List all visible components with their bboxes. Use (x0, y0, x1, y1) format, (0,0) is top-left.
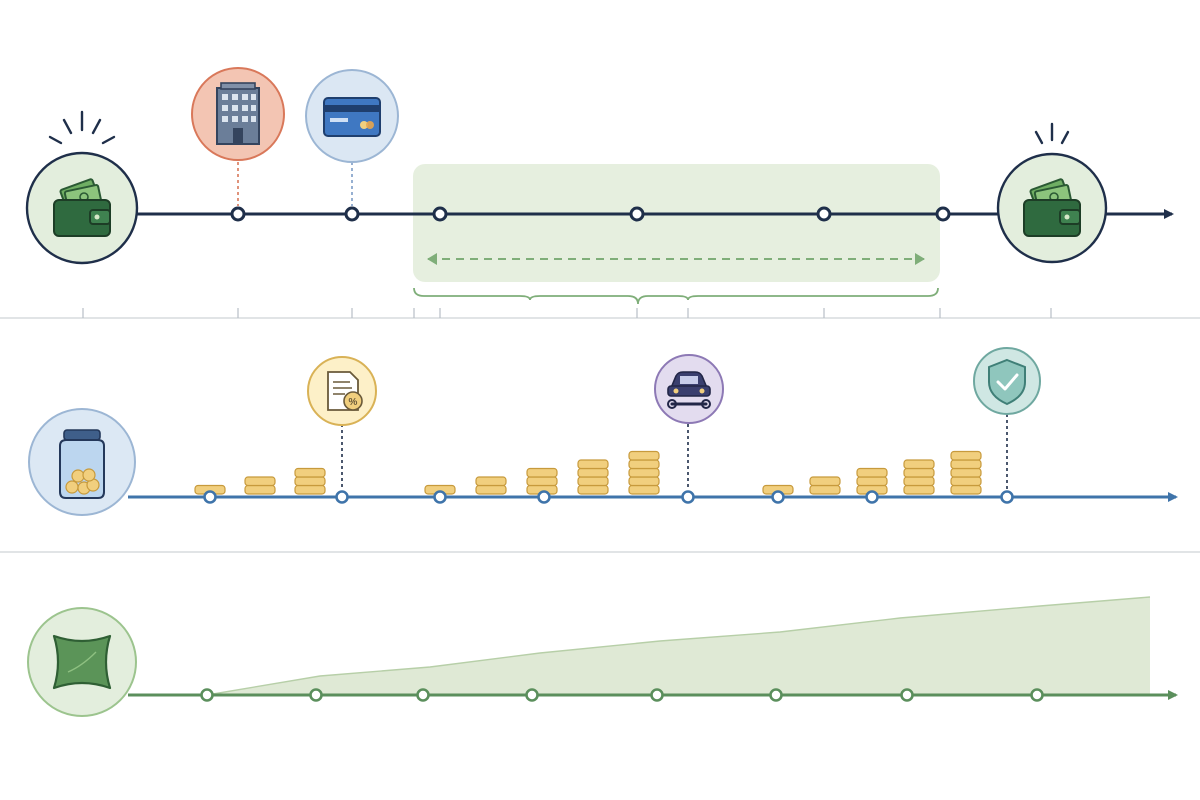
wallet-cash-icon (996, 122, 1108, 264)
coin (856, 467, 888, 478)
coin-stack (475, 476, 507, 495)
credit-card-icon (305, 69, 399, 163)
office-building-icon (191, 67, 285, 161)
coin (628, 450, 660, 461)
curly-brace (413, 287, 939, 305)
coin (244, 476, 276, 487)
coin (294, 476, 326, 487)
growth-area (207, 597, 1150, 695)
row3-timeline (27, 596, 1178, 717)
tax-document-icon: % (307, 356, 377, 426)
coin (950, 484, 982, 495)
savings-jar-icon (28, 408, 136, 516)
coin (903, 459, 935, 470)
row1-nodes (230, 206, 951, 222)
highlight-range (413, 164, 940, 282)
coin (628, 467, 660, 478)
coin (628, 476, 660, 487)
coin (950, 459, 982, 470)
coin (903, 484, 935, 495)
coin-stack (809, 476, 841, 495)
coin (294, 484, 326, 495)
coin (950, 467, 982, 478)
coin (950, 450, 982, 461)
growth-line (206, 596, 1151, 696)
coin (628, 484, 660, 495)
coin-stack (577, 459, 609, 495)
coin (475, 484, 507, 495)
coin (950, 476, 982, 487)
row1-timeline (25, 67, 1174, 318)
row2-timeline: % (28, 347, 1178, 516)
row3-nodes (200, 688, 1044, 702)
coin (628, 459, 660, 470)
coin-stack (526, 467, 558, 495)
coin-stack (244, 476, 276, 495)
wallet-cash-icon (25, 110, 139, 265)
coin (526, 467, 558, 478)
coin (526, 476, 558, 487)
coin (856, 476, 888, 487)
coin (809, 484, 841, 495)
coin (903, 476, 935, 487)
row1-tick-marks (82, 308, 1052, 318)
car-repair-icon (654, 354, 724, 424)
coin (577, 484, 609, 495)
cushion-icon (27, 607, 137, 717)
coin (294, 467, 326, 478)
coin (577, 467, 609, 478)
coin (577, 459, 609, 470)
coin-stacks (194, 450, 982, 495)
coin (244, 484, 276, 495)
shield-check-icon (973, 347, 1041, 415)
coin-stack (903, 459, 935, 495)
coin (903, 467, 935, 478)
coin-stack (856, 467, 888, 495)
row2-nodes (203, 490, 1014, 504)
coin-stack (294, 467, 326, 495)
coin (577, 476, 609, 487)
coin-stack (628, 450, 660, 495)
svg-text:%: % (349, 397, 358, 408)
coin-stack (950, 450, 982, 495)
coin (809, 476, 841, 487)
coin (475, 476, 507, 487)
